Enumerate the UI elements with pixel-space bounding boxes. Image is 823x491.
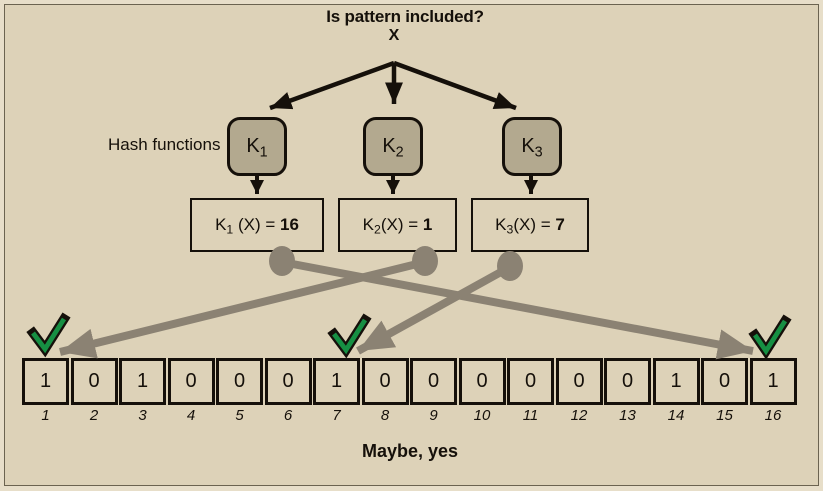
hash-result-k2-text: K2(X) = 1 <box>362 215 433 237</box>
bit-index-14: 14 <box>667 407 685 424</box>
bit-cell-7: 1 <box>313 358 360 405</box>
hash-result-box-k1: K1 (X) = 16 <box>190 198 324 252</box>
bit-cell-10: 0 <box>458 358 506 405</box>
bit-index-13: 13 <box>619 407 636 424</box>
hash-result-k1-text: K1 (X) = 16 <box>215 215 299 237</box>
bit-cell-5: 0 <box>216 358 263 405</box>
bit-cell-15: 0 <box>701 358 748 405</box>
hash-result-k3-text: K3(X) = 7 <box>495 215 565 237</box>
hash-node-k2: K2 <box>363 117 423 176</box>
input-symbol-label: X <box>388 27 400 44</box>
hash-node-k3-label: K3 <box>521 135 543 161</box>
hash-node-k2-label: K2 <box>382 135 404 161</box>
hash-node-k1: K1 <box>227 117 287 176</box>
bit-index-10: 10 <box>473 407 491 424</box>
bit-index-1: 1 <box>41 407 50 424</box>
bit-cell-8: 0 <box>361 358 409 405</box>
bit-index-3: 3 <box>138 407 147 424</box>
bit-index-12: 12 <box>570 407 588 424</box>
bit-index-8: 8 <box>380 407 390 424</box>
bit-index-6: 6 <box>283 407 293 424</box>
bit-cell-14: 1 <box>652 358 700 405</box>
bit-index-7: 7 <box>332 407 341 424</box>
bit-cell-9: 0 <box>410 358 457 405</box>
bit-index-11: 11 <box>522 407 539 424</box>
bit-index-2: 2 <box>89 407 99 424</box>
hash-functions-label: Hash functions <box>108 135 221 154</box>
bit-index-row: 1 2 3 4 5 6 7 8 9 10 11 12 13 14 15 16 <box>22 407 798 424</box>
bit-cell-3: 1 <box>119 358 166 405</box>
bit-cell-4: 0 <box>167 358 215 405</box>
bit-cell-12: 0 <box>555 358 603 405</box>
hash-result-box-k3: K3(X) = 7 <box>471 198 589 252</box>
bit-cell-6: 0 <box>264 358 312 405</box>
bit-index-4: 4 <box>186 407 196 424</box>
hash-result-box-k2: K2(X) = 1 <box>338 198 457 252</box>
bit-index-16: 16 <box>764 407 782 424</box>
hash-node-k1-label: K1 <box>246 135 268 161</box>
bit-index-9: 9 <box>429 407 438 424</box>
bit-cell-1: 1 <box>22 358 69 405</box>
bit-cell-16: 1 <box>749 358 797 405</box>
bit-array: 1 0 1 0 0 0 1 0 0 0 0 0 0 1 0 1 <box>22 358 798 405</box>
bit-cell-13: 0 <box>604 358 651 405</box>
question-title: Is pattern included? <box>326 7 484 26</box>
bit-cell-11: 0 <box>507 358 554 405</box>
bit-index-5: 5 <box>235 407 244 424</box>
bit-cell-2: 0 <box>70 358 118 405</box>
bit-index-15: 15 <box>716 407 733 424</box>
conclusion-label: Maybe, yes <box>361 441 459 461</box>
hash-node-k3: K3 <box>502 117 562 176</box>
